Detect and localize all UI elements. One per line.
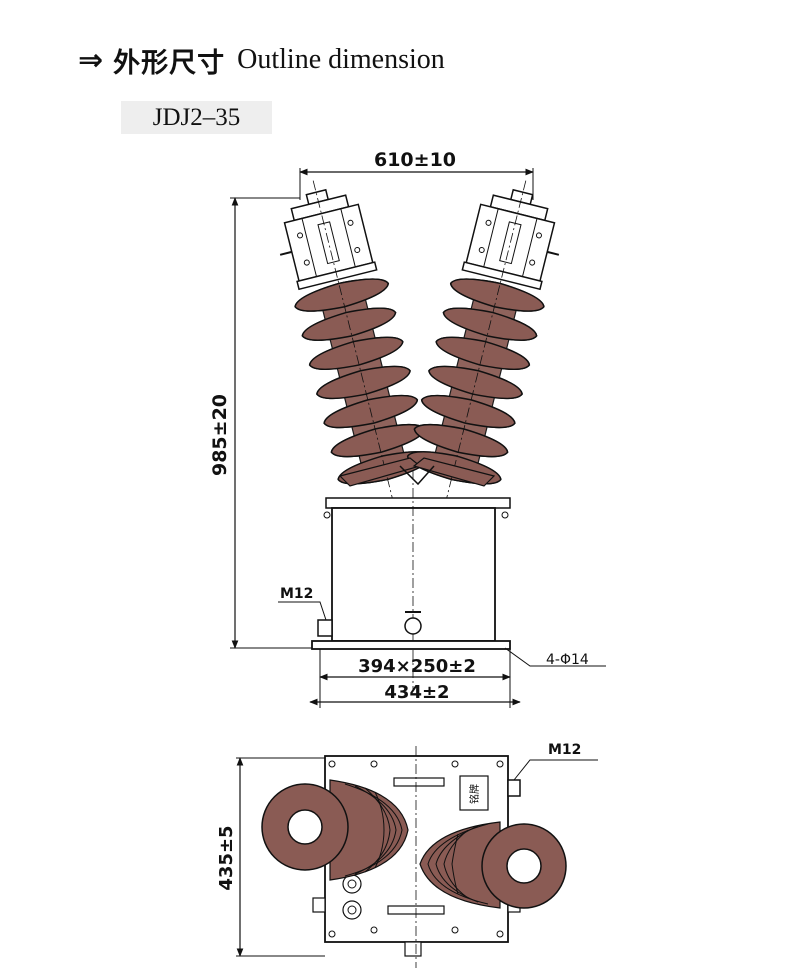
model-label: JDJ2–35	[121, 101, 272, 134]
front-view: 610±10 985±20	[209, 149, 606, 708]
nameplate	[459, 775, 489, 811]
left-bushing-plan	[261, 779, 409, 881]
base-plate	[311, 640, 511, 650]
dim-base-outer: 434±2	[384, 682, 449, 703]
double-arrow-icon: ⇒	[78, 42, 104, 78]
label-holes: 4-Φ14	[546, 652, 589, 668]
plan-terminal-icon	[507, 779, 521, 797]
title-chinese: 外形尺寸	[113, 47, 226, 79]
top-cover	[325, 497, 511, 509]
right-bushing	[404, 180, 560, 521]
plan-view: 435±5 铭牌 M12	[216, 742, 598, 968]
ground-terminal-icon	[317, 619, 333, 637]
label-terminal-front: M12	[280, 586, 313, 602]
valve-icon	[404, 617, 422, 635]
dim-height: 985±20	[209, 394, 231, 476]
dim-plan-depth: 435±5	[216, 825, 237, 890]
dim-base-inner: 394×250±2	[358, 656, 476, 677]
dim-top-width: 610±10	[374, 149, 456, 171]
right-bushing-plan	[419, 821, 567, 909]
page-header: ⇒ 外形尺寸 Outline dimension	[78, 40, 445, 80]
title-english: Outline dimension	[237, 44, 445, 75]
nameplate-label: 铭牌	[468, 784, 481, 804]
label-terminal-plan: M12	[548, 742, 581, 758]
left-bushing	[279, 180, 435, 521]
